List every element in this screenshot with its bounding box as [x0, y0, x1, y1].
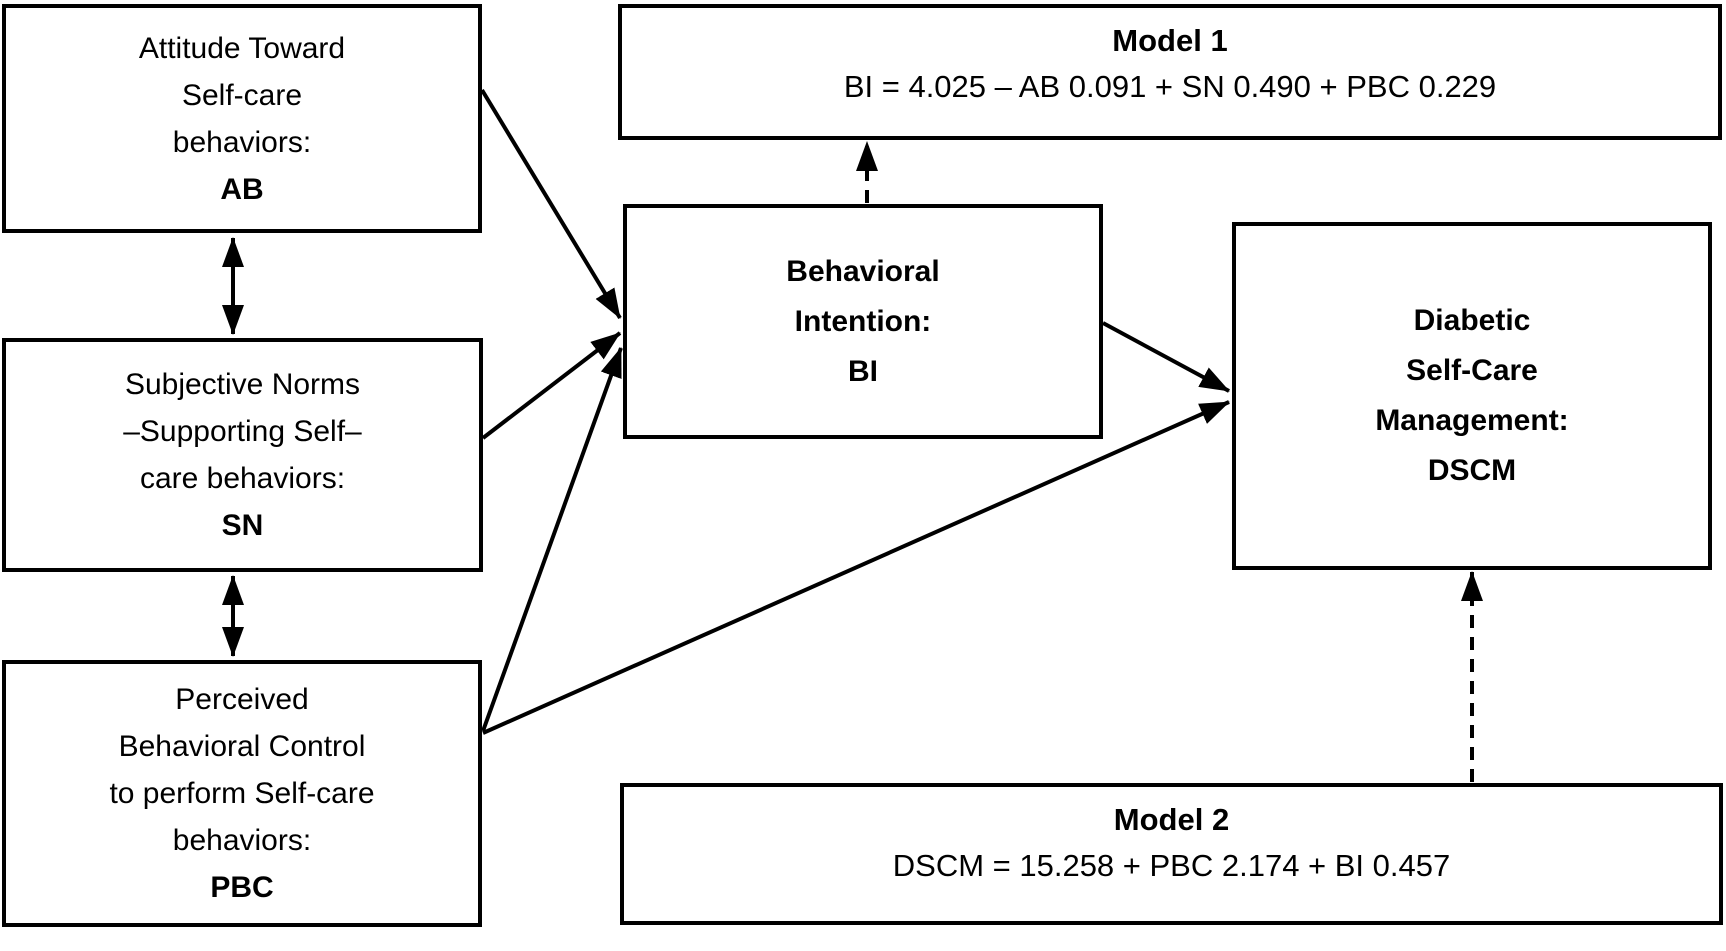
arrow-pbc-to-bi	[481, 347, 623, 732]
arrow-sn-to-bi	[481, 331, 622, 440]
arrow-pbc-to-dscm	[482, 400, 1230, 735]
node-pbc-acronym: PBC	[210, 871, 274, 904]
node-sn-acronym: SN	[221, 509, 264, 542]
model1-box: Model 1 BI = 4.025 – AB 0.091 + SN 0.490…	[618, 4, 1722, 140]
node-subjective-norms-sn: Subjective Norms –Supporting Self– care …	[2, 338, 483, 572]
model2-title: Model 2	[1113, 802, 1230, 837]
model1-title: Model 1	[1112, 23, 1228, 58]
node-dscm-line-2: Self-Care	[1406, 354, 1538, 387]
node-dscm-line-3: Management:	[1375, 404, 1569, 437]
node-behavioral-intention-bi: Behavioral Intention: BI	[623, 204, 1103, 439]
node-ab-line-3: behaviors:	[172, 125, 312, 159]
model2-box: Model 2 DSCM = 15.258 + PBC 2.174 + BI 0…	[620, 783, 1723, 925]
node-bi-line-2: Intention:	[794, 304, 932, 338]
node-ab-line-2: Self-care	[181, 78, 303, 112]
model2-equation: DSCM = 15.258 + PBC 2.174 + BI 0.457	[892, 848, 1451, 883]
node-pbc-line-4: behaviors:	[172, 824, 312, 857]
arrow-ab-to-bi	[480, 88, 622, 320]
node-ab-line-1: Attitude Toward	[138, 31, 346, 65]
node-diabetic-self-care-management-dscm: Diabetic Self-Care Management: DSCM	[1232, 222, 1712, 570]
node-dscm-line-1: Diabetic	[1413, 304, 1531, 337]
node-dscm-acronym: DSCM	[1427, 454, 1517, 487]
node-bi-line-1: Behavioral	[786, 254, 940, 288]
node-perceived-behavioral-control-pbc: Perceived Behavioral Control to perform …	[2, 660, 482, 927]
node-pbc-line-3: to perform Self-care	[109, 777, 375, 810]
arrow-bi-to-dscm	[1102, 321, 1230, 393]
node-ab-acronym: AB	[220, 172, 264, 206]
node-pbc-line-1: Perceived	[175, 683, 309, 716]
node-pbc-line-2: Behavioral Control	[118, 730, 366, 763]
node-sn-line-3: care behaviors:	[139, 462, 346, 495]
node-attitude-ab: Attitude Toward Self-care behaviors: AB	[2, 4, 482, 233]
model1-equation: BI = 4.025 – AB 0.091 + SN 0.490 + PBC 0…	[843, 69, 1497, 104]
node-bi-acronym: BI	[848, 354, 878, 388]
node-sn-line-2: –Supporting Self–	[123, 415, 362, 448]
node-sn-line-1: Subjective Norms	[124, 368, 361, 401]
